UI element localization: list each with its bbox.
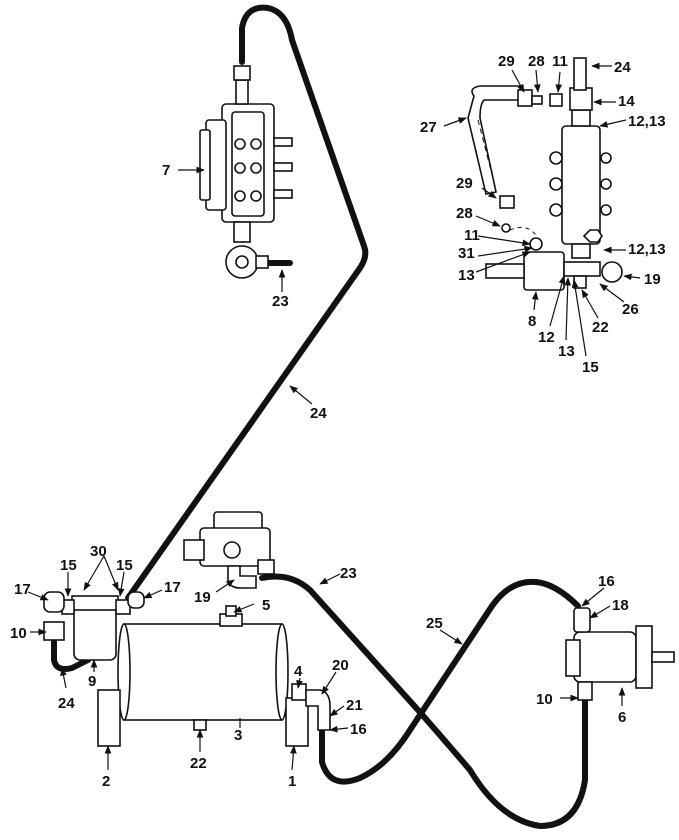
callout-25: 25 xyxy=(426,615,443,632)
callout-15: 15 xyxy=(116,557,133,574)
relief-valve-assembly xyxy=(183,511,275,589)
callout-23: 23 xyxy=(272,293,289,310)
callout-18: 18 xyxy=(612,597,629,614)
callout-12-13: 12,13 xyxy=(628,113,666,130)
callout-29: 29 xyxy=(456,175,473,192)
callout-14: 14 xyxy=(618,93,635,110)
callout-20: 20 xyxy=(332,657,349,674)
pump-motor xyxy=(565,607,675,701)
filter-assembly xyxy=(43,591,145,661)
callout-2: 2 xyxy=(102,773,110,790)
callout-28: 28 xyxy=(456,205,473,222)
callout-10: 10 xyxy=(536,691,553,708)
callout-27: 27 xyxy=(420,119,437,136)
callout-4: 4 xyxy=(294,663,303,680)
callout-15: 15 xyxy=(582,359,599,376)
callout-9: 9 xyxy=(88,673,96,690)
callout-12: 12 xyxy=(538,329,555,346)
callout-8: 8 xyxy=(528,313,536,330)
callout-19: 19 xyxy=(644,271,661,288)
callout-15: 15 xyxy=(60,557,77,574)
callout-17: 17 xyxy=(164,579,181,596)
callout-12-13: 12,13 xyxy=(628,241,666,258)
callout-23: 23 xyxy=(340,565,357,582)
callout-16: 16 xyxy=(350,721,367,738)
inset-manifold xyxy=(467,57,623,291)
callout-3: 3 xyxy=(234,727,242,744)
callout-13: 13 xyxy=(558,343,575,360)
callout-26: 26 xyxy=(622,301,639,318)
callout-1: 1 xyxy=(288,773,296,790)
callout-24: 24 xyxy=(310,405,327,422)
hose-23 xyxy=(259,573,588,829)
callout-11: 11 xyxy=(552,53,568,70)
callout-10: 10 xyxy=(10,625,27,642)
callout-5: 5 xyxy=(262,597,270,614)
callout-16: 16 xyxy=(598,573,615,590)
callout-11: 11 xyxy=(464,227,480,244)
callout-7: 7 xyxy=(162,162,170,179)
reservoir-tank xyxy=(97,605,331,747)
callout-21: 21 xyxy=(346,697,363,714)
callout-29: 29 xyxy=(498,53,515,70)
hose-24 xyxy=(125,4,369,601)
callout-13: 13 xyxy=(458,267,475,284)
callout-17: 17 xyxy=(14,581,31,598)
callout-24: 24 xyxy=(58,695,75,712)
callout-22: 22 xyxy=(190,755,207,772)
callout-22: 22 xyxy=(592,319,609,336)
hose-25 xyxy=(319,578,581,785)
callout-28: 28 xyxy=(528,53,545,70)
callout-6: 6 xyxy=(618,709,626,726)
callout-24: 24 xyxy=(614,59,631,76)
leader-lines xyxy=(27,62,641,771)
callout-30: 30 xyxy=(90,543,107,560)
callout-19: 19 xyxy=(194,589,211,606)
callout-31: 31 xyxy=(458,245,475,262)
control-valve xyxy=(199,65,293,279)
hose-24-filter xyxy=(51,637,91,672)
